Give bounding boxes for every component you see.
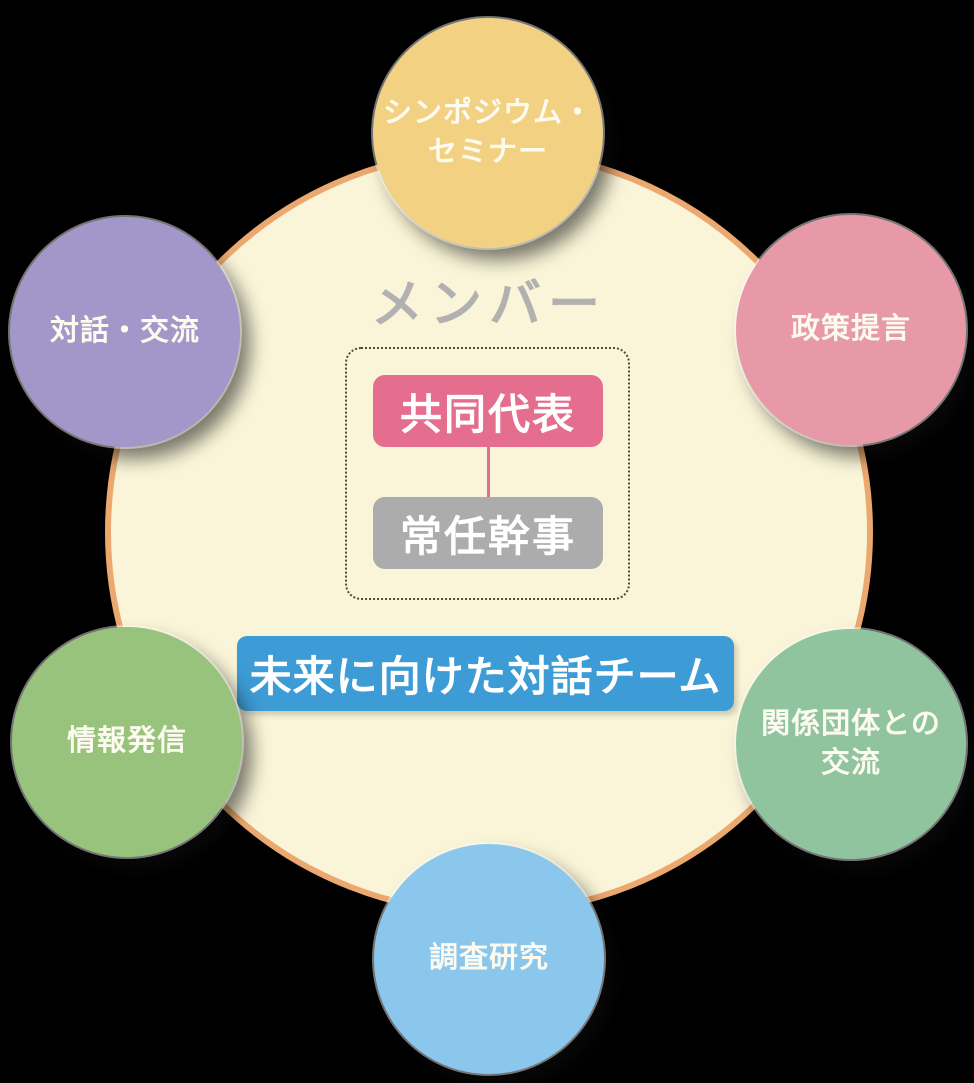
satellite-research-study: 調査研究 [374,844,604,1074]
leadership-dotted-box: 共同代表 常任幹事 [345,347,630,600]
satellite-policy-proposal: 政策提言 [736,215,966,445]
co-representative-box: 共同代表 [373,375,603,447]
dialogue-team-banner: 未来に向けた対話チーム [237,636,734,711]
members-label: メンバー [370,276,607,334]
satellite-dialogue-exchange: 対話・交流 [10,217,240,447]
connector-line [487,447,490,497]
satellite-information-dissemination: 情報発信 [12,627,242,857]
standing-secretary-box: 常任幹事 [373,497,603,569]
satellite-symposium-seminar: シンポジウム・ セミナー [373,18,603,248]
satellite-related-organizations-exchange: 関係団体との 交流 [736,629,966,859]
